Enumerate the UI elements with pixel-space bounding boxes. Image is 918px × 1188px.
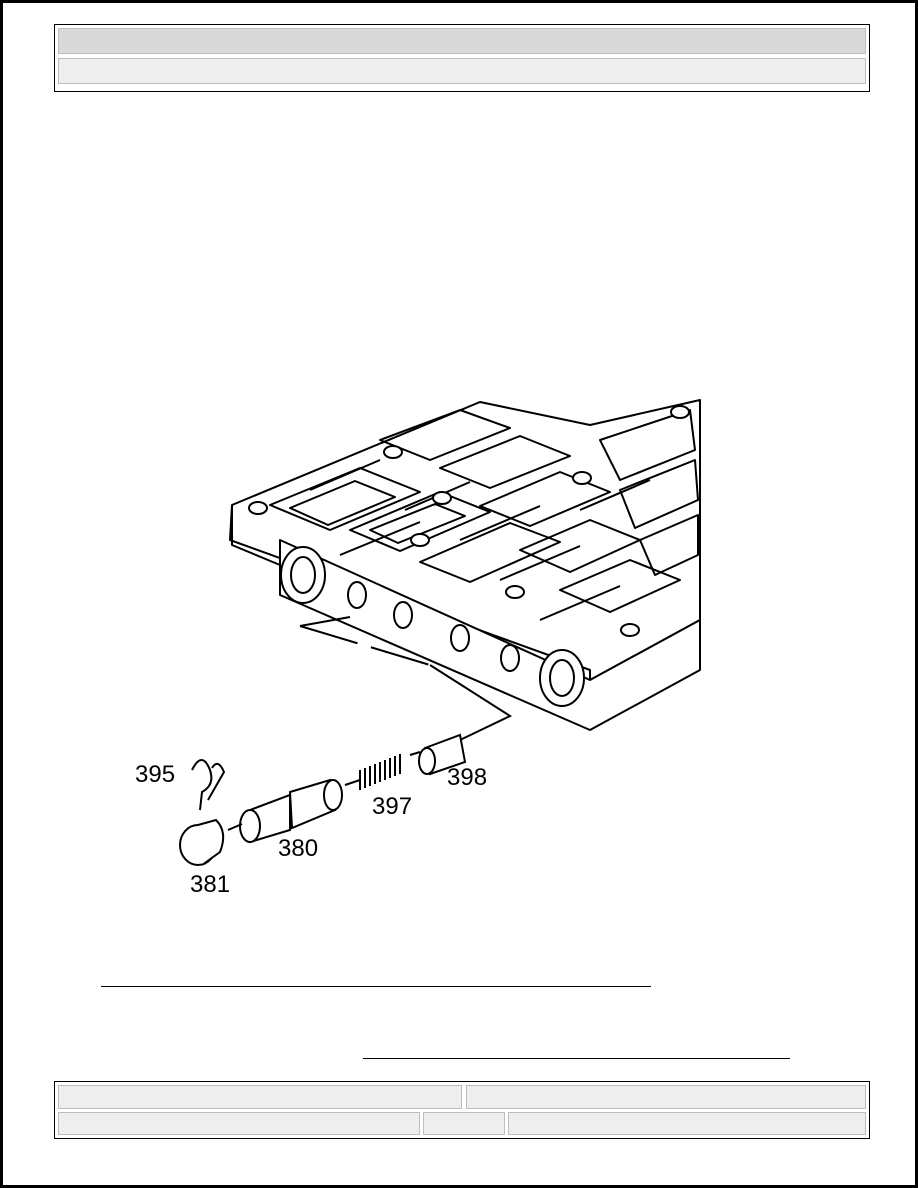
valve-body-side-wall: [279, 539, 701, 731]
callout-381: 381: [190, 871, 230, 898]
footer-cell-1: [58, 1085, 462, 1109]
bore-end-right-inner: [549, 659, 575, 697]
bore-centerline: [299, 616, 513, 741]
valve-body-end: [231, 505, 281, 566]
bolt-holes: [248, 405, 690, 637]
bore-end-left: [280, 546, 326, 604]
part-395-clip: [191, 759, 226, 811]
illustration-svg: 395 381 380 397 398: [135, 399, 701, 898]
footer-cell-2: [466, 1085, 866, 1109]
part-380-valve: [227, 778, 343, 844]
header-title-bar: [58, 28, 866, 54]
valve-body-casting: [229, 399, 701, 731]
bore-end-right: [539, 649, 585, 707]
separator-rule-1: [101, 986, 651, 987]
bore-hole-4: [500, 644, 520, 672]
document-header: [54, 24, 870, 92]
valve-body-exploded-illustration: 395 381 380 397 398: [120, 380, 720, 910]
document-footer: [54, 1081, 870, 1139]
bore-hole-1: [347, 581, 367, 609]
separator-rule-2: [363, 1058, 790, 1059]
part-398-sleeve: [409, 733, 467, 776]
bore-hole-3: [450, 624, 470, 652]
footer-cell-4: [423, 1112, 505, 1135]
bore-hole-2: [393, 601, 413, 629]
callout-380: 380: [278, 835, 318, 862]
footer-cell-5: [508, 1112, 866, 1135]
footer-cell-3: [58, 1112, 420, 1135]
part-397-spring: [344, 754, 401, 790]
callout-395: 395: [135, 761, 175, 788]
part-381-plug: [179, 818, 225, 866]
callout-397: 397: [372, 793, 412, 820]
callout-398: 398: [447, 764, 487, 791]
oil-passages: [269, 409, 699, 621]
bore-end-left-inner: [290, 556, 316, 594]
header-subtitle-bar: [58, 58, 866, 84]
exploded-parts: [179, 733, 467, 866]
